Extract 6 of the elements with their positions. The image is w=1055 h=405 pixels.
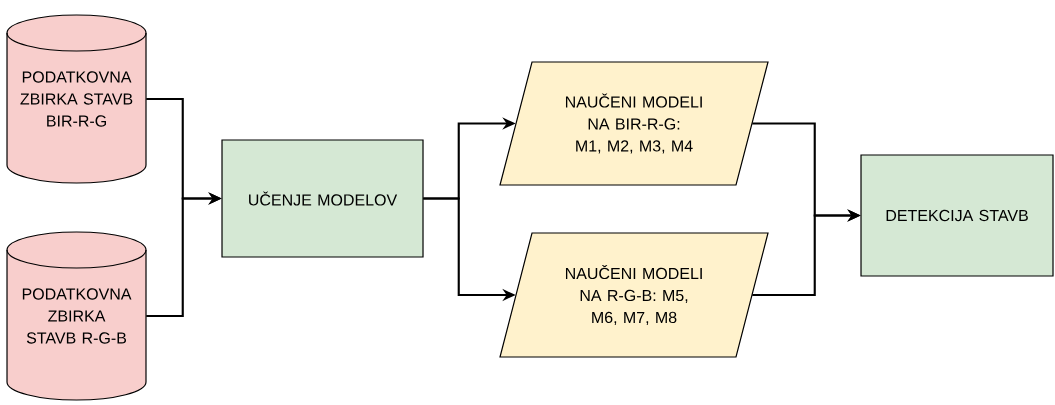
data-parallelogram: NAUČENI MODELI NA R-G-B: M5, M6, M7, M8 (499, 232, 769, 358)
process-box: DETEKCIJA STAVB (860, 154, 1054, 277)
process-box: UČENJE MODELOV (221, 139, 424, 258)
database-cylinder: PODATKOVNA ZBIRKA STAVB R-G-B (6, 231, 147, 401)
database-cylinder: PODATKOVNA ZBIRKA STAVB BIR-R-G (6, 14, 147, 184)
data-parallelogram: NAUČENI MODELI NA BIR-R-G: M1, M2, M3, M4 (499, 61, 769, 186)
